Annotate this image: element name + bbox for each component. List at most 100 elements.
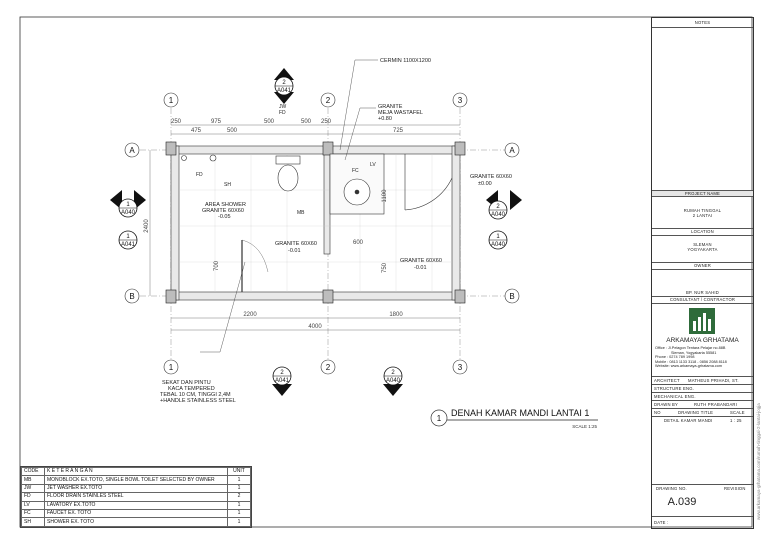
legend-row: SH SHOWER EX. TOTO 1 xyxy=(21,517,251,527)
office-address-2: Sleman, Yogyakarta 55581 xyxy=(671,350,717,355)
architect-label: ARCHITECT xyxy=(654,378,680,383)
svg-text:FD: FD xyxy=(279,110,286,116)
section-marker-top-right xyxy=(345,68,365,80)
col-drawing-title: DRAWING TITLE xyxy=(678,410,714,415)
notes-label: NOTES xyxy=(694,20,711,25)
drawing-title-block: 1 DENAH KAMAR MANDI LANTAI 1 SCALE 1:25 xyxy=(430,408,598,429)
entrance-door xyxy=(404,154,453,211)
grid-label-2-top: 2 xyxy=(326,96,331,105)
legend-table: CODE K E T E R A N G A N UNIT MB MONOBLO… xyxy=(20,466,252,528)
title-block: NOTES PROJECT NAME RUMAH TINGGAL 2 LANTA… xyxy=(651,17,754,529)
svg-text:4000: 4000 xyxy=(308,324,322,330)
svg-text:975: 975 xyxy=(211,119,222,125)
grid-label-3-top: 3 xyxy=(458,96,463,105)
walls xyxy=(170,145,461,301)
legend-desc: SHOWER EX. TOTO xyxy=(44,517,228,527)
grid-label-a-right: A xyxy=(509,146,515,155)
sheet-border xyxy=(19,16,753,528)
svg-text:250: 250 xyxy=(171,119,182,125)
svg-text:SH: SH xyxy=(224,182,231,188)
legend-unit: 1 xyxy=(227,517,251,527)
location-label: LOCATION xyxy=(691,229,714,234)
annotation-leaders xyxy=(200,59,378,353)
legend-code: SH xyxy=(21,517,45,527)
section-marker-right-lower: 1 A040 xyxy=(488,230,508,250)
drawing-number: A.039 xyxy=(667,496,697,508)
owner-label: OWNER xyxy=(693,263,712,268)
svg-text:2: 2 xyxy=(391,370,395,376)
legend-row: FC FAUCET EX. TOTO 1 xyxy=(21,508,251,519)
consultant-label: CONSULTANT / CONTRACTOR xyxy=(669,297,736,302)
mobile: Mobile : 0813 1133 3118 - 0856 2088 8118 xyxy=(655,359,727,364)
svg-text:SEKAT DAN PINTU: SEKAT DAN PINTU xyxy=(162,380,211,386)
grid-label-1-bottom: 1 xyxy=(169,363,174,372)
view-number: 1 xyxy=(437,414,442,423)
location-line2: YOGYAKARTA xyxy=(687,247,718,252)
drawing-scale: SCALE 1:25 xyxy=(572,424,597,429)
project-name-line1: RUMAH TINGGAL xyxy=(683,208,722,213)
legend-unit: 1 xyxy=(227,508,251,519)
section-marker-top: 2 A041 xyxy=(274,68,294,104)
svg-text:LV: LV xyxy=(370,162,376,168)
side-watermark-text: www.arkamaya-grhatama.com/rumah-tinggal-… xyxy=(756,403,761,520)
grid-bubbles: 1 2 3 1 2 3 A A B B xyxy=(124,92,520,375)
svg-text:GRANITE 60X60: GRANITE 60X60 xyxy=(470,174,512,180)
legend-code: FC xyxy=(21,508,45,519)
legend-header-unit: UNIT xyxy=(227,466,251,477)
dimension-lines xyxy=(149,124,460,331)
svg-text:KACA TEMPERED: KACA TEMPERED xyxy=(168,386,215,392)
legend-desc: FLOOR DRAIN STAINLES STEEL xyxy=(44,492,228,502)
section-marker-bottom-left: 2 A041 xyxy=(272,366,292,396)
svg-text:TEBAL 10 CM, TINGGI 2,4M: TEBAL 10 CM, TINGGI 2,4M xyxy=(160,392,231,398)
item-title: DETAIL KAMAR MANDI xyxy=(664,418,713,423)
drawing-no-label: DRAWING NO. xyxy=(656,486,687,491)
legend-code: FD xyxy=(21,492,45,502)
svg-text:475: 475 xyxy=(191,128,202,134)
svg-text:±0.00: ±0.00 xyxy=(478,181,492,187)
svg-text:1: 1 xyxy=(126,202,130,208)
project-name-label: PROJECT NAME xyxy=(684,191,721,196)
col-scale: SCALE xyxy=(730,410,745,415)
structure-label: STRUCTURE ENG. xyxy=(654,386,695,391)
svg-text:2: 2 xyxy=(282,80,286,86)
svg-text:1100: 1100 xyxy=(382,189,388,203)
section-marker-bottom-right: 2 A040 xyxy=(383,366,403,396)
mechanical-label: MECHANICAL ENG. xyxy=(654,394,696,399)
svg-text:500: 500 xyxy=(301,119,312,125)
legend-desc: FAUCET EX. TOTO xyxy=(44,508,228,519)
grid-label-b-left: B xyxy=(129,292,134,301)
svg-text:500: 500 xyxy=(264,119,275,125)
structural-columns xyxy=(165,141,466,304)
grid-label-2-bottom: 2 xyxy=(326,363,331,372)
legend-unit: 1 xyxy=(227,500,251,510)
floor-tile-grid xyxy=(179,154,452,292)
svg-text:250: 250 xyxy=(321,119,332,125)
svg-text:A041: A041 xyxy=(121,242,136,248)
legend-header: CODE K E T E R A N G A N UNIT xyxy=(21,466,251,477)
svg-text:CERMIN 1100X1200: CERMIN 1100X1200 xyxy=(380,58,431,64)
revision-label: REVISION xyxy=(724,486,746,491)
legend-row: LV LAVATORY EX.TOTO 1 xyxy=(21,500,251,510)
phone: Phone : 0274 789 1998 xyxy=(655,355,695,360)
svg-text:+HANDLE STAINLESS STEEL: +HANDLE STAINLESS STEEL xyxy=(160,398,236,404)
grid-label-b-right: B xyxy=(509,292,514,301)
section-marker-left-lower: 1 A041 xyxy=(118,230,138,250)
legend-row: MB MONOBLOCK EX.TOTO, SINGLE BOWL TOILET… xyxy=(21,475,251,485)
svg-text:+0.80: +0.80 xyxy=(378,116,392,122)
legend-code: MB xyxy=(21,475,45,485)
svg-text:JW: JW xyxy=(279,104,287,110)
vanity-counter xyxy=(329,153,385,215)
legend-desc: LAVATORY EX.TOTO xyxy=(44,500,228,510)
svg-text:600: 600 xyxy=(353,240,364,246)
svg-text:FC: FC xyxy=(352,168,359,174)
location-line1: SLEMAN xyxy=(693,242,712,247)
project-name-line2: 2 LANTAI xyxy=(692,213,713,218)
dimension-texts: 250 975 500 500 250 475 500 725 2200 180… xyxy=(144,119,404,330)
architect-name: MATHEUS PRIHADI, ST. xyxy=(688,378,739,383)
svg-text:GRANITE 60X60: GRANITE 60X60 xyxy=(275,241,317,247)
partition-door-swing xyxy=(241,239,269,273)
svg-text:-0.05: -0.05 xyxy=(218,214,231,220)
svg-text:GRANITE 60X60: GRANITE 60X60 xyxy=(202,208,244,214)
website[interactable]: Website: www.arkamaya-grhatama.com xyxy=(655,364,723,369)
legend-header-desc: K E T E R A N G A N xyxy=(44,466,228,477)
